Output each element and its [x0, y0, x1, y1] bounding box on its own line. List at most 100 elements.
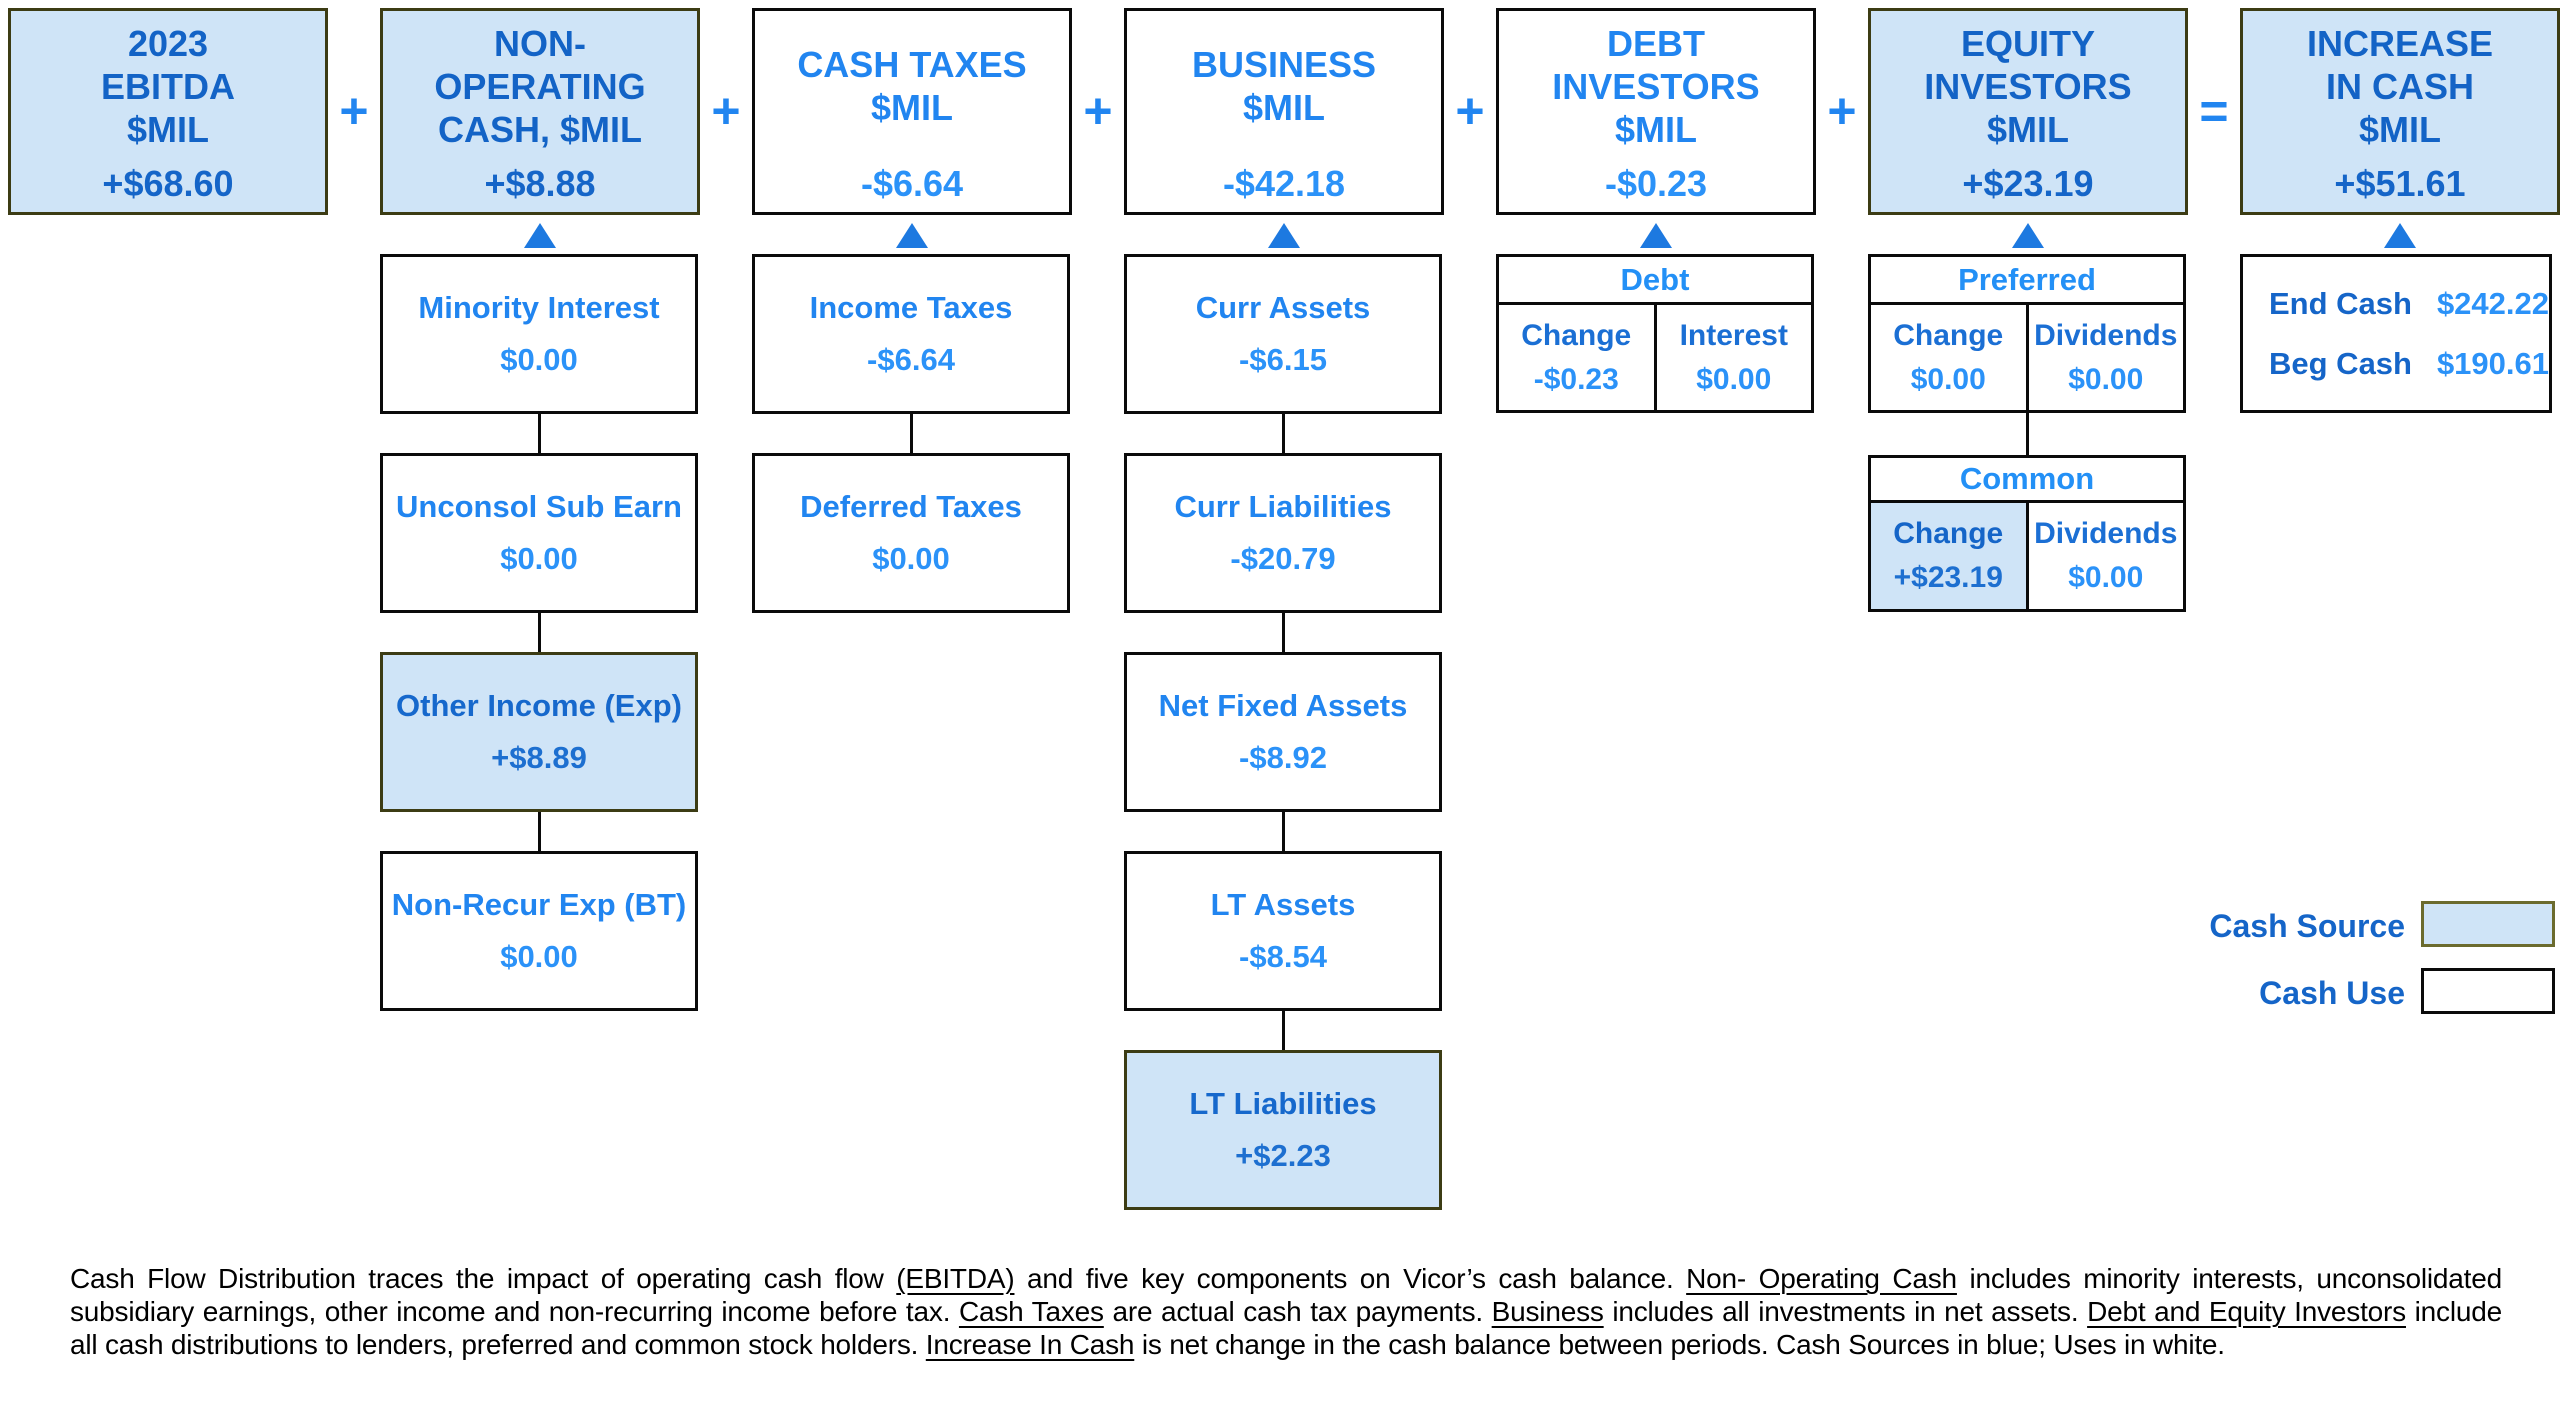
- box-curr-liabilities: Curr Liabilities -$20.79: [1124, 453, 1442, 613]
- other-income-label: Other Income (Exp): [396, 688, 682, 723]
- connector-line: [1282, 1011, 1285, 1050]
- business-title: BUSINESS $MIL: [1191, 44, 1377, 128]
- box-net-fixed-assets: Net Fixed Assets -$8.92: [1124, 652, 1442, 812]
- common-table: Common Change +$23.19 Dividends $0.00: [1868, 455, 2186, 612]
- box-lt-assets: LT Assets -$8.54: [1124, 851, 1442, 1011]
- preferred-dividends-value: $0.00: [2068, 362, 2144, 396]
- debt-interest-label: Interest: [1679, 318, 1788, 352]
- box-deferred-taxes: Deferred Taxes $0.00: [752, 453, 1070, 613]
- legend-cash-use-label: Cash Use: [2259, 975, 2405, 1011]
- common-dividends-cell: Dividends $0.00: [2025, 503, 2184, 609]
- lt-liabilities-label: LT Liabilities: [1189, 1086, 1377, 1121]
- curr-assets-value: -$6.15: [1239, 342, 1327, 377]
- connector-line: [1282, 414, 1285, 453]
- cash-summary-box: End Cash $242.22 Beg Cash $190.61: [2240, 254, 2552, 413]
- cash-taxes-title: CASH TAXES $MIL: [797, 44, 1027, 128]
- beg-cash-row: Beg Cash $190.61: [2269, 346, 2549, 382]
- connector-line: [538, 812, 541, 851]
- common-change-label: Change: [1893, 517, 2004, 550]
- legend-cash-source-label: Cash Source: [2209, 908, 2405, 944]
- debt-change-value: -$0.23: [1533, 362, 1619, 396]
- end-cash-row: End Cash $242.22: [2269, 286, 2549, 322]
- up-arrow-icon-debt: [1640, 223, 1672, 248]
- connector-line: [2026, 413, 2029, 455]
- top-box-ebitda: 2023 EBITDA $MIL +$68.60: [8, 8, 328, 215]
- footnote: Cash Flow Distribution traces the impact…: [70, 1263, 2502, 1360]
- debt-interest-cell: Interest $0.00: [1653, 305, 1812, 410]
- preferred-table-title: Preferred: [1871, 257, 2183, 305]
- lt-liabilities-value: +$2.23: [1235, 1138, 1331, 1173]
- legend-cash-source-swatch: [2421, 901, 2555, 947]
- beg-cash-label: Beg Cash: [2269, 345, 2412, 381]
- common-dividends-value: $0.00: [2068, 561, 2144, 594]
- preferred-table: Preferred Change $0.00 Dividends $0.00: [1868, 254, 2186, 413]
- curr-liabilities-label: Curr Liabilities: [1174, 489, 1392, 524]
- box-lt-liabilities: LT Liabilities +$2.23: [1124, 1050, 1442, 1210]
- plus-operator-1: +: [339, 83, 369, 139]
- common-change-value: +$23.19: [1893, 561, 2003, 594]
- ebitda-title: 2023 EBITDA $MIL: [101, 22, 235, 150]
- debt-table-title: Debt: [1499, 257, 1811, 305]
- plus-operator-2: +: [711, 83, 741, 139]
- top-box-non-operating-cash: NON- OPERATING CASH, $MIL +$8.88: [380, 8, 700, 215]
- connector-line: [1282, 812, 1285, 851]
- business-value: -$42.18: [1222, 163, 1346, 204]
- income-taxes-value: -$6.64: [867, 342, 955, 377]
- ebitda-value: +$68.60: [102, 163, 234, 204]
- end-cash-value: $242.22: [2436, 285, 2549, 321]
- preferred-change-label: Change: [1893, 318, 2004, 352]
- connector-line: [1282, 613, 1285, 652]
- plus-operator-3: +: [1083, 83, 1113, 139]
- curr-liabilities-value: -$20.79: [1230, 541, 1336, 576]
- debt-investors-title: DEBT INVESTORS $MIL: [1552, 22, 1760, 150]
- up-arrow-icon-non-operating: [524, 223, 556, 248]
- lt-assets-label: LT Assets: [1210, 887, 1356, 922]
- minority-interest-label: Minority Interest: [418, 290, 660, 325]
- common-change-cell: Change +$23.19: [1871, 503, 2026, 609]
- box-unconsol-sub-earn: Unconsol Sub Earn $0.00: [380, 453, 698, 613]
- equity-investors-title: EQUITY INVESTORS $MIL: [1924, 22, 2132, 150]
- end-cash-label: End Cash: [2269, 285, 2412, 321]
- debt-investors-value: -$0.23: [1604, 163, 1708, 204]
- net-fixed-assets-value: -$8.92: [1239, 740, 1327, 775]
- curr-assets-label: Curr Assets: [1195, 290, 1371, 325]
- deferred-taxes-value: $0.00: [872, 541, 950, 576]
- debt-change-cell: Change -$0.23: [1499, 305, 1654, 410]
- box-curr-assets: Curr Assets -$6.15: [1124, 254, 1442, 414]
- unconsol-sub-earn-value: $0.00: [500, 541, 578, 576]
- other-income-value: +$8.89: [491, 740, 587, 775]
- non-operating-cash-value: +$8.88: [484, 163, 596, 204]
- top-box-debt-investors: DEBT INVESTORS $MIL -$0.23: [1496, 8, 1816, 215]
- increase-in-cash-title: INCREASE IN CASH $MIL: [2306, 22, 2494, 150]
- equity-investors-value: +$23.19: [1962, 163, 2094, 204]
- income-taxes-label: Income Taxes: [809, 290, 1013, 325]
- top-box-equity-investors: EQUITY INVESTORS $MIL +$23.19: [1868, 8, 2188, 215]
- box-other-income: Other Income (Exp) +$8.89: [380, 652, 698, 812]
- connector-line: [910, 414, 913, 453]
- debt-interest-value: $0.00: [1696, 362, 1772, 396]
- increase-in-cash-value: +$51.61: [2334, 163, 2466, 204]
- legend-cash-use-swatch: [2421, 968, 2555, 1014]
- debt-table: Debt Change -$0.23 Interest $0.00: [1496, 254, 1814, 413]
- top-box-cash-taxes: CASH TAXES $MIL -$6.64: [752, 8, 1072, 215]
- up-arrow-icon-cash-taxes: [896, 223, 928, 248]
- preferred-dividends-label: Dividends: [2034, 318, 2178, 352]
- box-income-taxes: Income Taxes -$6.64: [752, 254, 1070, 414]
- up-arrow-icon-business: [1268, 223, 1300, 248]
- connector-line: [538, 613, 541, 652]
- beg-cash-value: $190.61: [2436, 345, 2549, 381]
- lt-assets-value: -$8.54: [1239, 939, 1327, 974]
- non-recur-exp-value: $0.00: [500, 939, 578, 974]
- common-table-title: Common: [1871, 458, 2183, 503]
- up-arrow-icon-increase: [2384, 223, 2416, 248]
- equals-operator: =: [2199, 83, 2229, 139]
- deferred-taxes-label: Deferred Taxes: [800, 489, 1022, 524]
- preferred-change-cell: Change $0.00: [1871, 305, 2026, 410]
- connector-line: [538, 414, 541, 453]
- cash-taxes-value: -$6.64: [860, 163, 964, 204]
- top-box-increase-in-cash: INCREASE IN CASH $MIL +$51.61: [2240, 8, 2560, 215]
- box-minority-interest: Minority Interest $0.00: [380, 254, 698, 414]
- box-non-recur-exp: Non-Recur Exp (BT) $0.00: [380, 851, 698, 1011]
- top-box-business: BUSINESS $MIL -$42.18: [1124, 8, 1444, 215]
